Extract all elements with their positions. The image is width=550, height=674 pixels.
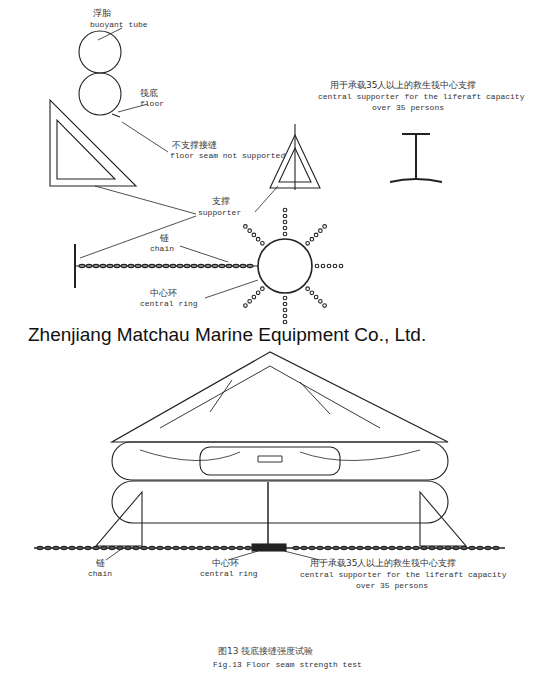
chain-link [170,264,176,267]
chain-link [310,237,314,241]
note: central supporter for the liferaft capac… [318,92,524,102]
chain-link [121,264,127,267]
chain-link [212,264,218,267]
chain-link [327,264,331,268]
chain-link [247,264,253,267]
chain-link [283,232,287,236]
chain-link [283,226,287,230]
part-name: 筏底 [140,88,158,98]
chain-link [306,287,310,291]
chain-link [244,225,248,229]
chain-link [252,295,256,299]
chain-link [314,295,318,299]
note: over 35 persons [372,103,444,113]
chain-link [149,264,155,267]
chain-link [283,220,287,224]
chain-link [114,264,120,267]
part-name: chain [150,244,174,254]
part-name: 中心环 [212,558,239,568]
chain-link [256,291,260,295]
chain-link [283,208,287,212]
chain-link [191,264,197,267]
figure-caption: 图13 筏底接缝强度试验 [218,646,313,656]
chain-link [256,237,260,241]
part-name: buoyant tube [90,20,148,30]
watermark: Zhenjiang Matchau Marine Equipment Co., … [28,324,426,346]
part-name: 链 [96,558,105,568]
part-name: 支撑 [212,196,230,206]
chain-link [283,308,287,312]
chain-link [339,264,343,268]
chain-link [86,264,92,267]
chain-link [283,302,287,306]
chain-link [333,264,337,268]
chain-link [163,264,169,267]
chain-link [244,304,248,308]
chain-link [315,264,319,268]
chain-link [314,233,318,237]
chain-link [233,264,239,267]
chain-link [198,264,204,267]
chain-link [283,214,287,218]
chain-link [283,296,287,300]
chain-link [319,300,323,304]
chain-link [252,233,256,237]
chain-link [261,242,265,246]
chain-link [283,320,287,324]
chain-link [219,264,225,267]
chain-link [248,229,252,233]
chain-link [107,264,113,267]
chain-link [128,264,134,267]
part-name: floor [140,99,164,109]
part-name: 链 [160,233,169,243]
part-name: central ring [200,569,258,579]
chain-link [323,304,327,308]
part-name: floor seam not supported [170,151,285,161]
chain-link [184,264,190,267]
chain-link [283,314,287,318]
chain-link [100,264,106,267]
chain-link [226,264,232,267]
figure-title: Fig.13 Floor seam strength test [213,660,362,670]
note: central supporter for the liferaft capac… [300,570,506,580]
note: over 35 persons [356,581,428,591]
chain-link [306,242,310,246]
chain-link [156,264,162,267]
part-name: chain [88,569,112,579]
note: 用于承载35人以上的救生筏中心支撑 [330,80,476,90]
chain-link [323,225,327,229]
chain-link [79,264,85,267]
note: 用于承载35人以上的救生筏中心支撑 [310,558,456,568]
part-name: 不支撑接缝 [172,140,217,150]
chain-link [261,287,265,291]
chain-link [321,264,325,268]
part-name: 中心环 [150,288,177,298]
chain-link [248,300,252,304]
part-name: supporter [198,208,241,218]
chain-link [177,264,183,267]
chain-link [135,264,141,267]
chain-link [93,264,99,267]
part-name: 浮胎 [93,8,111,18]
chain-link [319,229,323,233]
chain-link [142,264,148,267]
chain-link [240,264,246,267]
chain-link [310,291,314,295]
chain-link [205,264,211,267]
part-name: central ring [140,299,198,309]
